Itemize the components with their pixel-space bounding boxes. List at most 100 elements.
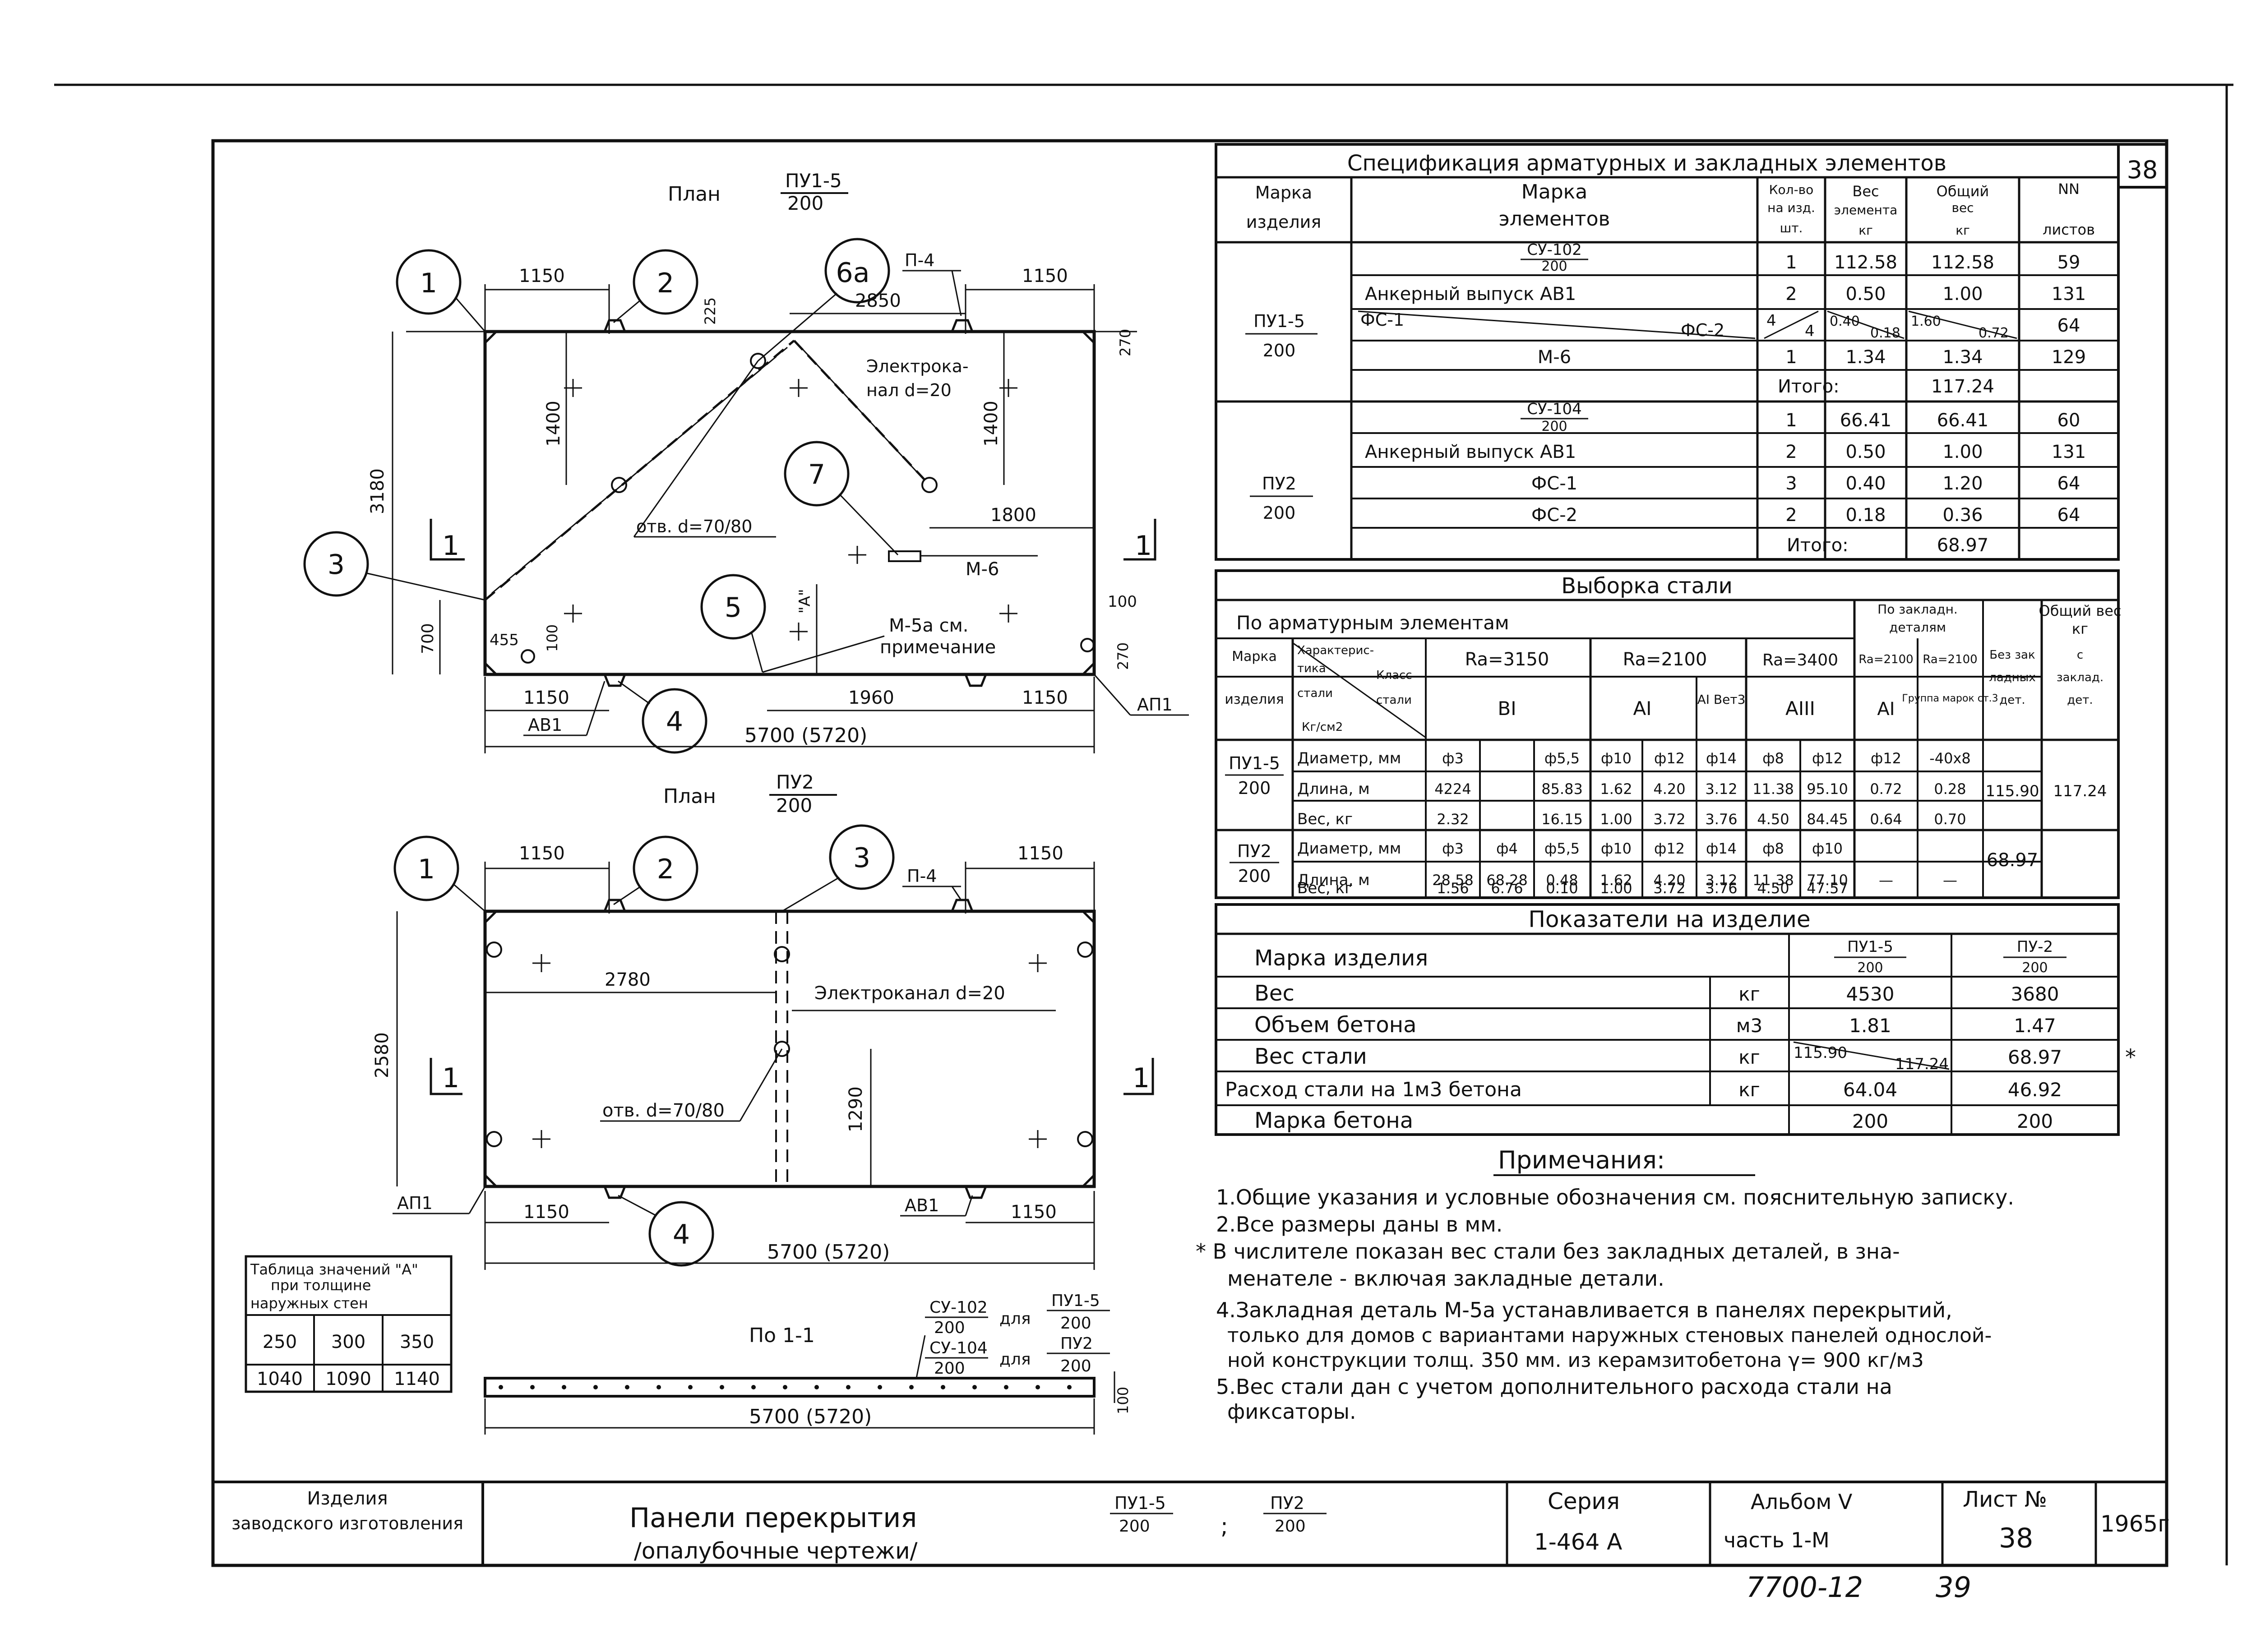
- spec-cell: 112.58: [1931, 252, 1994, 273]
- steel-header: Общий вес: [2039, 602, 2122, 619]
- steel-cell: 47.57: [1807, 880, 1848, 897]
- label-ap1: АП1: [397, 1193, 433, 1213]
- indicator-value: 1.81: [1849, 1015, 1891, 1037]
- spec-cell: 66.41: [1937, 410, 1989, 431]
- section-note: 200: [1060, 1357, 1091, 1375]
- dim-1290: 1290: [846, 1086, 866, 1132]
- dim-270: 270: [1117, 329, 1134, 356]
- album-part: часть 1-М: [1724, 1528, 1830, 1552]
- spec-mark: ПУ1-5: [1253, 311, 1305, 331]
- label-hole: отв. d=70/80: [636, 517, 752, 536]
- steel-header: По закладн.: [1877, 602, 1958, 617]
- steel-row-label: Вес, кг: [1297, 810, 1353, 828]
- steel-header: Кг/см2: [1302, 720, 1343, 734]
- wall-table-cell: 1040: [257, 1369, 303, 1389]
- note-line: 1.Общие указания и условные обозначения …: [1216, 1185, 2014, 1209]
- section-mark: 1: [442, 1062, 459, 1094]
- callout-7: 7: [808, 459, 825, 490]
- steel-class: АI Вет3: [1697, 692, 1746, 707]
- steel-cell: 4.20: [1653, 780, 1685, 798]
- spec-cell: М-6: [1538, 347, 1571, 368]
- spec-cell: 131: [2052, 284, 2086, 305]
- spec-cell: 1.00: [1942, 284, 1983, 305]
- section-note: ПУ1-5: [1051, 1292, 1100, 1310]
- spec-cell: 60: [2057, 410, 2080, 431]
- steel-cell: 4.20: [1653, 872, 1685, 889]
- spec-total-label: Итого:: [1787, 535, 1849, 556]
- steel-cell: ф12: [1812, 750, 1843, 767]
- spec-cell: 64: [2057, 505, 2080, 526]
- note-line: только для домов с вариантами наружных с…: [1227, 1324, 1992, 1347]
- spec-cell: СУ-104: [1527, 400, 1582, 418]
- section-mark: 1: [442, 530, 459, 562]
- steel-cell: ф14: [1706, 750, 1737, 767]
- dim-1150: 1150: [519, 266, 565, 286]
- steel-row-label: Диаметр, мм: [1297, 840, 1401, 858]
- spec-cell: 2: [1785, 505, 1797, 526]
- dim-1150: 1150: [523, 688, 569, 708]
- steel-cell: 3.76: [1705, 880, 1737, 897]
- dim-1150: 1150: [1011, 1202, 1057, 1223]
- spec-cell: 4: [1766, 312, 1776, 330]
- note-line: 5.Вес стали дан с учетом дополнительного…: [1216, 1375, 1892, 1399]
- steel-cell: ф3: [1442, 840, 1464, 857]
- steel-title: Выборка стали: [1561, 573, 1733, 599]
- callout-1: 1: [418, 854, 435, 885]
- spec-cell: ФС-2: [1531, 505, 1577, 526]
- steel-total: 68.97: [1987, 850, 2039, 871]
- spec-cell: 0.18: [1845, 505, 1886, 526]
- spec-header: Общий: [1937, 183, 1989, 200]
- spec-cell: 59: [2057, 252, 2080, 273]
- plan1-mark-den: 200: [787, 192, 823, 214]
- dim-1150: 1150: [1022, 266, 1068, 286]
- steel-cell: 0.72: [1870, 780, 1902, 798]
- spec-cell: 0.50: [1845, 442, 1886, 462]
- label-p4: П-4: [905, 250, 934, 270]
- indicator-value: 115.90: [1794, 1044, 1847, 1062]
- spec-cell: 2: [1785, 284, 1797, 305]
- steel-selection-table: Выборка стали По арматурным элементам По…: [1215, 569, 2122, 899]
- spec-cell: 1: [1785, 252, 1797, 273]
- steel-cell: ф10: [1601, 750, 1632, 767]
- steel-ra: Ra=2100: [1858, 653, 1913, 666]
- title-block-left: заводского изготовления: [231, 1514, 463, 1533]
- note-line: 2.Все размеры даны в мм.: [1216, 1212, 1502, 1237]
- sheet-number: 38: [1999, 1523, 2033, 1554]
- section-note: СУ-102: [929, 1298, 988, 1317]
- callout-4: 4: [666, 706, 683, 738]
- steel-header: Характерис-: [1297, 644, 1374, 657]
- spec-header: вес: [1951, 200, 1974, 215]
- indicator-value: 68.97: [2008, 1046, 2062, 1068]
- steel-cell: 3.72: [1653, 811, 1685, 828]
- sheet-frame: [211, 139, 2168, 1567]
- spec-cell: 0.50: [1845, 284, 1886, 305]
- section-note: 200: [1060, 1314, 1091, 1333]
- spec-cell: 64: [2057, 315, 2080, 336]
- wall-table-title: наружных стен: [250, 1295, 368, 1312]
- plan1-panel-outline: [483, 330, 1096, 676]
- spec-cell: 0.18: [1870, 325, 1900, 341]
- dim-1400: 1400: [543, 401, 564, 447]
- indicator-label: Объем бетона: [1254, 1012, 1417, 1038]
- label-channel: Электроканал d=20: [814, 983, 1005, 1004]
- spec-cell: СУ-102: [1527, 241, 1582, 259]
- note-line: менателе - включая закладные детали.: [1227, 1266, 1664, 1291]
- dim-a: "A": [796, 589, 814, 614]
- dim-455: 455: [490, 631, 519, 649]
- indicators-title: Показатели на изделие: [1528, 906, 1810, 932]
- spec-cell: 3: [1785, 473, 1797, 494]
- steel-cell: 16.15: [1541, 811, 1583, 828]
- corner-sheet-number: 38: [2127, 156, 2158, 184]
- indicators-head: ПУ-2: [2017, 938, 2053, 956]
- spec-header: элемента: [1834, 203, 1898, 217]
- section-note: для: [999, 1350, 1031, 1369]
- spec-header: NN: [2058, 180, 2080, 198]
- spec-cell: 1.60: [1911, 314, 1941, 329]
- spec-cell: 1: [1785, 347, 1797, 368]
- callout-6a: 6a: [836, 257, 870, 289]
- steel-cell: ф10: [1812, 840, 1843, 857]
- section-note: СУ-104: [929, 1339, 988, 1357]
- spec-cell: 66.41: [1840, 410, 1892, 431]
- wall-table-cell: 1090: [325, 1369, 371, 1389]
